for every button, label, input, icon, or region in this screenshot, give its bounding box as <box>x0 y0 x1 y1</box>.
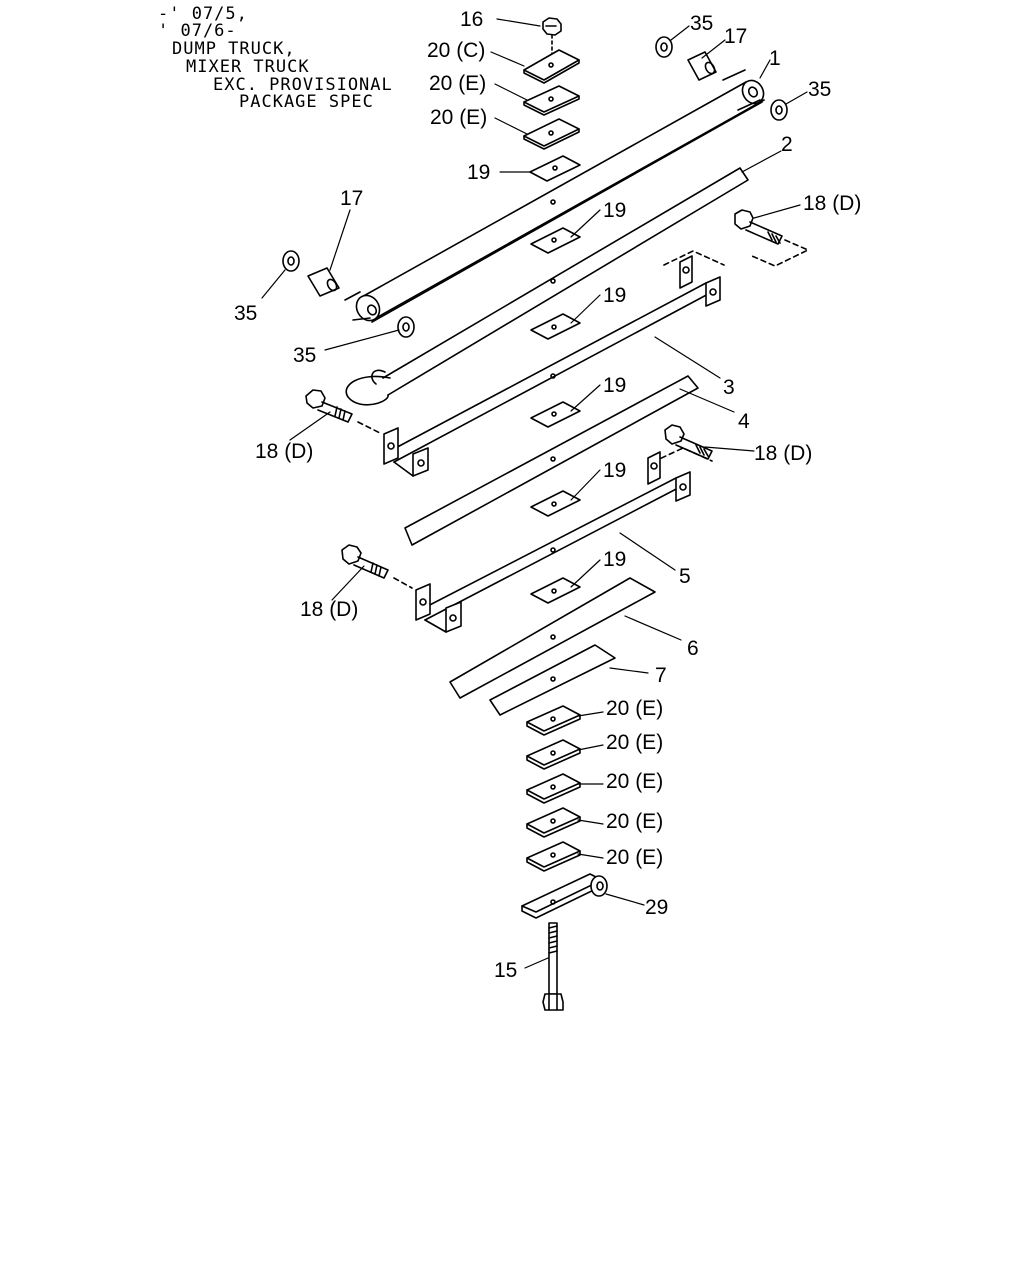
plate-20c <box>523 49 580 84</box>
plate-20e-bottom-1 <box>526 705 581 736</box>
callout-19-d: 19 <box>603 459 626 482</box>
callout-19-top: 19 <box>467 161 490 184</box>
note-line-1: -' 07/5, <box>158 4 248 24</box>
callout-20e-bottom-5: 20 (E) <box>606 846 663 869</box>
main-leaf-1 <box>344 69 765 323</box>
shim-19-e <box>530 577 581 604</box>
leaf-7 <box>489 644 616 716</box>
bushing-17-left <box>307 267 340 297</box>
callout-20e-top-1: 20 (E) <box>429 72 486 95</box>
washer-35-left <box>282 250 300 272</box>
callout-6: 6 <box>687 637 699 660</box>
shim-19-d <box>530 490 581 517</box>
center-bolt-15 <box>542 922 564 1011</box>
leaf-2 <box>345 167 749 406</box>
washer-35-right <box>770 99 788 121</box>
bolt-18d-right-1 <box>734 209 809 267</box>
note-line-5: EXC. PROVISIONAL <box>213 75 393 95</box>
callout-35-right: 35 <box>808 78 831 101</box>
callout-17-left: 17 <box>340 187 363 210</box>
leader-lines <box>261 18 808 969</box>
plate-20e-bottom-3 <box>526 773 581 804</box>
shim-19-top <box>529 155 581 182</box>
callout-18d-left-1: 18 (D) <box>255 440 313 463</box>
callout-2: 2 <box>781 133 793 156</box>
callout-7: 7 <box>655 664 667 687</box>
shim-19-b <box>530 313 581 340</box>
callout-35-top-right: 35 <box>690 12 713 35</box>
plate-20e-top-1 <box>523 85 580 116</box>
callout-20e-bottom-3: 20 (E) <box>606 770 663 793</box>
washer-35-mid-left <box>397 316 415 338</box>
callout-19-c: 19 <box>603 374 626 397</box>
plate-20e-bottom-4 <box>526 807 581 838</box>
shim-19-a <box>530 227 581 254</box>
callout-17-right: 17 <box>724 25 747 48</box>
seat-29 <box>521 873 608 919</box>
callout-19-a: 19 <box>603 199 626 222</box>
callout-20e-bottom-4: 20 (E) <box>606 810 663 833</box>
plate-20e-bottom-2 <box>526 739 581 770</box>
note-line-3: DUMP TRUCK, <box>172 39 296 59</box>
clip-5 <box>415 451 691 633</box>
callout-15: 15 <box>494 959 517 982</box>
callout-20e-bottom-1: 20 (E) <box>606 697 663 720</box>
callout-20c: 20 (C) <box>427 39 485 62</box>
callout-16: 16 <box>460 8 483 31</box>
callout-35-left: 35 <box>234 302 257 325</box>
bolt-18d-left-2 <box>341 544 413 589</box>
callout-20e-top-2: 20 (E) <box>430 106 487 129</box>
callout-29: 29 <box>645 896 668 919</box>
callout-18d-right-1: 18 (D) <box>803 192 861 215</box>
leaf-6 <box>449 577 656 699</box>
plate-20e-bottom-5 <box>526 841 581 872</box>
callout-19-b: 19 <box>603 284 626 307</box>
washer-35-top-right <box>655 36 673 58</box>
callout-19-e: 19 <box>603 548 626 571</box>
bolt-18d-left-1 <box>305 389 381 434</box>
note-line-2: ' 07/6- <box>158 21 237 41</box>
leaf-4 <box>404 375 699 546</box>
clip-3 <box>383 250 725 477</box>
shim-19-c <box>530 401 581 428</box>
callout-18d-left-2: 18 (D) <box>300 598 358 621</box>
callout-20e-bottom-2: 20 (E) <box>606 731 663 754</box>
plate-20e-top-2 <box>523 118 580 150</box>
callout-4: 4 <box>738 410 750 433</box>
callout-18d-right-2: 18 (D) <box>754 442 812 465</box>
bushing-17-right <box>687 51 717 81</box>
callout-35-mid-left: 35 <box>293 344 316 367</box>
note-line-4: MIXER TRUCK <box>186 57 310 77</box>
bolt-18d-right-2 <box>652 424 713 463</box>
callout-3: 3 <box>723 376 735 399</box>
note-line-6: PACKAGE SPEC <box>239 92 374 112</box>
callout-1: 1 <box>769 47 781 70</box>
callouts: 16 20 (C) 20 (E) 20 (E) 19 35 17 1 35 2 … <box>234 8 861 982</box>
callout-5: 5 <box>679 565 691 588</box>
